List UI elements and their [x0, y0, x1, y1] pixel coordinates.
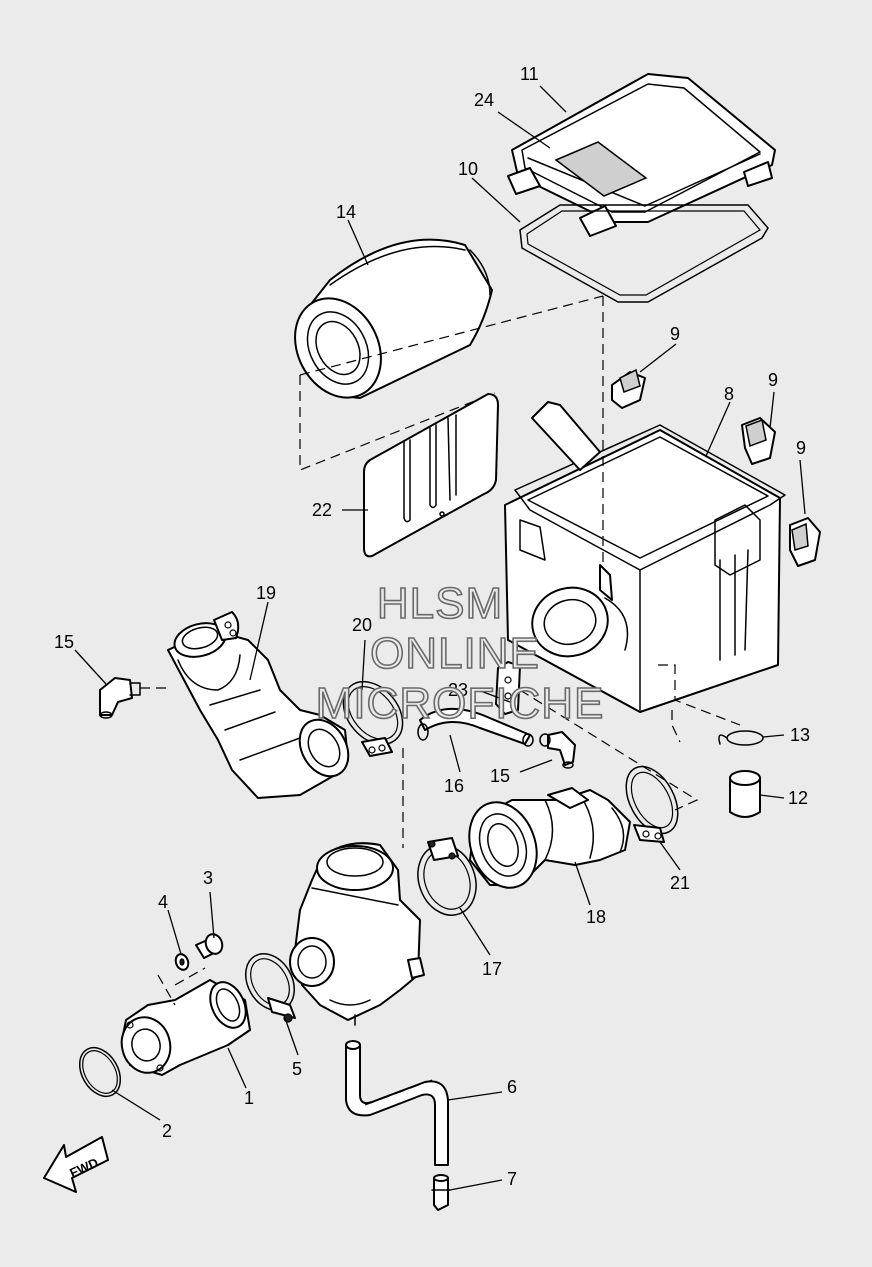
callout-1: 1 [244, 1088, 254, 1108]
part-6-hose[interactable] [345, 1040, 449, 1166]
part-23-bracket[interactable] [495, 661, 521, 715]
part-9-clip-c[interactable] [789, 517, 821, 567]
callout-9a: 9 [670, 324, 680, 344]
part-12-sleeve[interactable] [729, 770, 761, 818]
leader-lines [74, 85, 806, 1191]
callout-21: 21 [670, 873, 690, 893]
part-5-clamp[interactable] [236, 945, 304, 1023]
callout-3: 3 [203, 868, 213, 888]
part-15-elbow-left[interactable] [99, 677, 141, 719]
watermark: HLSM ONLINE MICROFICHE [315, 578, 605, 729]
part-21-clamp[interactable] [616, 758, 689, 843]
callout-5: 5 [292, 1059, 302, 1079]
callout-4: 4 [158, 892, 168, 912]
callout-19: 19 [256, 583, 276, 603]
part-1-manifold[interactable] [116, 976, 253, 1078]
callout-17: 17 [482, 959, 502, 979]
watermark-line-1: HLSM [377, 579, 503, 628]
part-22-plate[interactable] [363, 393, 499, 558]
callout-20: 20 [352, 615, 372, 635]
callout-9b: 9 [768, 370, 778, 390]
callout-23: 23 [448, 680, 468, 700]
part-13-clamp[interactable] [718, 730, 764, 746]
callout-14: 14 [336, 202, 356, 222]
part-3-screw[interactable] [195, 932, 225, 959]
part-2-oring[interactable] [71, 1040, 128, 1103]
callout-2: 2 [162, 1121, 172, 1141]
watermark-line-3: MICROFICHE [316, 679, 605, 728]
fwd-arrow-icon: FWD [43, 1136, 109, 1193]
callout-15b: 15 [490, 766, 510, 786]
watermark-line-2: ONLINE [370, 629, 540, 678]
part-17-clamp[interactable] [408, 837, 485, 924]
callout-6: 6 [507, 1077, 517, 1097]
callout-24: 24 [474, 90, 494, 110]
callout-11: 11 [520, 64, 539, 84]
callout-18: 18 [586, 907, 606, 927]
part-11-cover[interactable] [507, 73, 776, 237]
part-24-label[interactable] [554, 141, 648, 197]
part-7-fitting[interactable] [431, 1174, 451, 1211]
part-15-elbow-right[interactable] [539, 731, 576, 769]
part-20-clamp[interactable] [331, 670, 414, 757]
callout-16: 16 [444, 776, 464, 796]
callout-10: 10 [458, 159, 478, 179]
part-18-joint[interactable] [458, 787, 631, 897]
part-8-airbox[interactable] [504, 401, 786, 713]
carburetor [289, 842, 425, 1026]
part-4-washer[interactable] [174, 952, 191, 971]
callout-9c: 9 [796, 438, 806, 458]
callout-22: 22 [312, 500, 332, 520]
callout-13: 13 [790, 725, 810, 745]
part-19-duct[interactable] [167, 611, 358, 799]
part-14-filter[interactable] [278, 238, 493, 413]
part-9-clip-b[interactable] [741, 417, 776, 465]
part-9-clip-a[interactable] [611, 368, 646, 409]
part-10-seal[interactable] [519, 204, 769, 303]
callout-12: 12 [788, 788, 808, 808]
callouts: 11 24 10 14 22 9 9 8 9 13 12 19 15 20 23… [54, 64, 810, 1189]
callout-15a: 15 [54, 632, 74, 652]
callout-8: 8 [724, 384, 734, 404]
part-16-hose[interactable] [417, 707, 534, 747]
callout-7: 7 [507, 1169, 517, 1189]
